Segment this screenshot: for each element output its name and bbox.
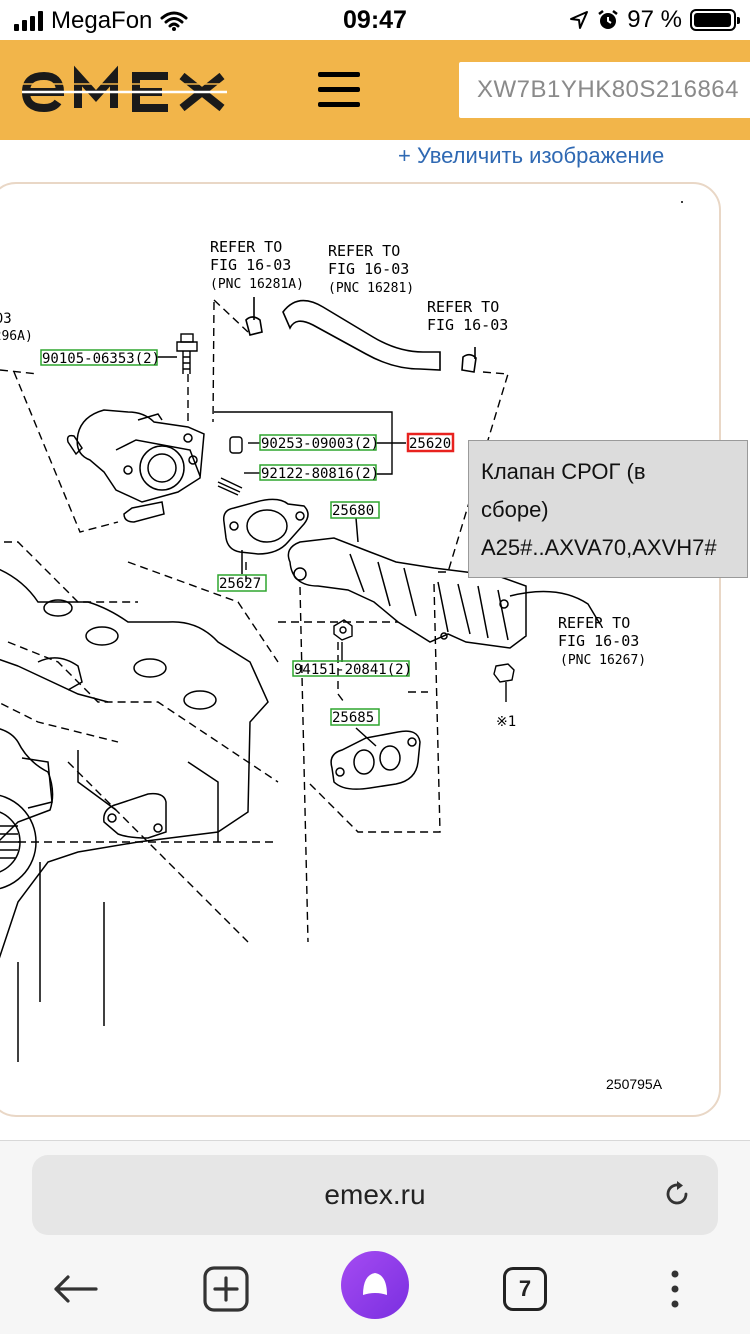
status-bar: MegaFon 09:47 97 % [0,0,750,40]
carrier-group: MegaFon [14,7,188,35]
location-icon [570,11,589,29]
part-label-92122[interactable]: 92122-80816(2) [259,464,379,482]
svg-text:FIG 16-03: FIG 16-03 [427,316,508,334]
status-right: 97 % [569,6,740,34]
svg-text:25627: 25627 [219,576,261,592]
note-mark: ※1 [496,714,516,730]
new-tab-icon[interactable] [198,1261,254,1317]
address-bar[interactable]: emex.ru [32,1155,718,1235]
svg-text:92122-80816(2): 92122-80816(2) [261,466,379,482]
tabs-icon[interactable]: 7 [497,1261,553,1317]
refer-16267: REFER TO FIG 16-03 (PNC 16267) [558,614,646,668]
svg-text:25620: 25620 [409,436,451,452]
svg-text:REFER TO: REFER TO [328,242,400,260]
parts-diagram: TO 6-03 16296A) 6) REFER TO FIG 16-03 (P… [0,182,721,1117]
svg-text:FIG 16-03: FIG 16-03 [210,256,291,274]
emex-logo[interactable] [22,62,232,118]
refer-16281a: REFER TO FIG 16-03 (PNC 16281A) [210,238,304,292]
signal-icon [14,11,43,31]
svg-text:FIG 16-03: FIG 16-03 [328,260,409,278]
alarm-icon [598,10,619,29]
reload-icon[interactable] [662,1179,692,1209]
tooltip-line-3: A25#..AXVA70,AXVH7# [481,535,717,560]
figure-id: 250795A [606,1076,663,1092]
svg-text:REFER TO: REFER TO [427,298,499,316]
carrier-name: MegaFon [51,7,153,34]
refer-16281: REFER TO FIG 16-03 (PNC 16281) [328,242,414,296]
vin-search-input[interactable]: XW7B1YHK80S216864 [459,62,750,118]
hamburger-icon[interactable] [318,70,362,110]
url-text: emex.ru [324,1179,426,1210]
tooltip-line-1: Клапан СРОГ (в [481,459,646,484]
svg-text:(PNC 16267): (PNC 16267) [560,653,646,668]
svg-text:90105-06353(2): 90105-06353(2) [42,351,160,367]
search-value: XW7B1YHK80S216864 [477,76,739,103]
left-refer-line3: 16296A) [0,329,33,344]
clock: 09:47 [343,6,407,34]
part-label-94151[interactable]: 94151-20841(2) [292,660,412,678]
left-refer-line2: 6-03 [0,311,12,327]
more-icon[interactable] [647,1261,703,1317]
battery-percent: 97 % [627,6,682,33]
svg-text:90253-09003(2): 90253-09003(2) [261,436,379,452]
svg-text:REFER TO: REFER TO [558,614,630,632]
svg-text:94151-20841(2): 94151-20841(2) [294,662,412,678]
battery-icon [690,9,740,31]
part-tooltip: Клапан СРОГ (в сборе) A25#..AXVA70,AXVH7… [468,440,748,578]
browser-nav-row: 7 [0,1251,750,1321]
zoom-image-link[interactable]: + Увеличить изображение [398,143,665,168]
part-label-25620-selected[interactable]: 25620 [406,432,455,453]
refer-fig-16-03: REFER TO FIG 16-03 [427,298,508,334]
svg-text:(PNC 16281): (PNC 16281) [328,281,414,296]
site-header: XW7B1YHK80S216864 [0,40,750,140]
svg-text:FIG 16-03: FIG 16-03 [558,632,639,650]
wifi-icon [160,11,188,31]
part-label-25680[interactable]: 25680 [330,501,380,519]
part-label-90253[interactable]: 90253-09003(2) [259,434,379,452]
tooltip-line-2: сборе) [481,497,549,522]
svg-text:25680: 25680 [332,503,374,519]
svg-text:REFER TO: REFER TO [210,238,282,256]
alice-assistant-icon[interactable] [341,1251,409,1319]
tabs-count: 7 [503,1267,547,1311]
svg-text:25685: 25685 [332,710,374,726]
part-label-25685[interactable]: 25685 [330,708,380,726]
diagram-drawing: TO 6-03 16296A) 6) REFER TO FIG 16-03 (P… [0,201,683,1092]
browser-toolbar: emex.ru 7 [0,1140,750,1334]
part-label-90105[interactable]: 90105-06353(2) [40,349,160,367]
part-label-25627[interactable]: 25627 [217,574,267,592]
svg-text:(PNC 16281A): (PNC 16281A) [210,277,304,292]
back-arrow-icon[interactable] [47,1261,103,1317]
